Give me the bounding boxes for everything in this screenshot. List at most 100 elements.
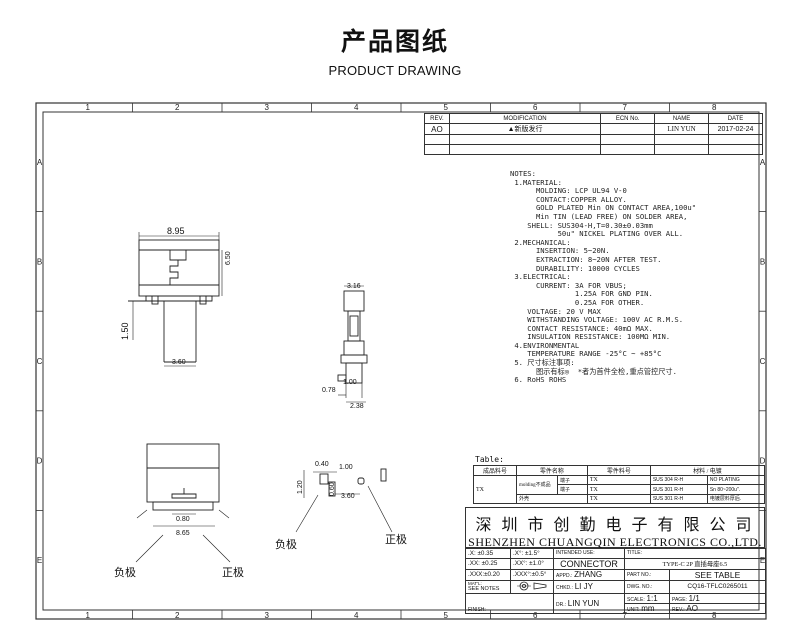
unit-value: mm xyxy=(641,603,655,613)
tol-x: .X: ±0.35 xyxy=(465,548,511,559)
tol-xxx: .XXX:±0.20 xyxy=(465,568,511,581)
dim-080: 0.80 xyxy=(176,516,190,523)
rev-cell-date: 2017-02-24 xyxy=(708,123,763,135)
note-line: INSERTION: 5~20N. xyxy=(510,246,610,256)
dim-360: 3.60 xyxy=(172,359,186,366)
mat-value: SEE NOTES xyxy=(468,586,500,593)
zone-column-label: 3 xyxy=(265,611,270,620)
label-negative-front: 负极 xyxy=(114,567,136,579)
mat-row-material: SUS 304 R-H xyxy=(649,474,708,486)
dim-pad-360: 3.60 xyxy=(341,493,355,500)
note-line: CONTACT:COPPER ALLOY. xyxy=(510,194,627,204)
mat-row-name: 端子 xyxy=(557,474,588,486)
note-line: 4.ENVIRONMENTAL xyxy=(510,340,580,350)
note-line: TEMPERATURE RANGE -25°C ~ +85°C xyxy=(510,349,662,359)
rev-cell-modification: ▲新版发行 xyxy=(448,123,602,135)
partno-label: PART NO.: xyxy=(624,568,670,581)
mat-row-name: 端子 xyxy=(557,484,588,495)
materials-table: 成品料号 零件名称 零件料号 材料 / 电镀 TX molding不成品 端子 … xyxy=(473,465,766,505)
zone-column-label: 7 xyxy=(623,103,628,112)
dim-238: 2.38 xyxy=(350,403,364,410)
rev-header-rev: REV. xyxy=(424,113,450,124)
dwg-value: CQ16-TFLC0265011 xyxy=(669,579,766,594)
note-line: 2.MECHANICAL: xyxy=(510,237,571,247)
mat-row-partno: TX xyxy=(586,484,651,495)
tol-xx-angle: .XX°: ±1.0° xyxy=(510,557,554,570)
front-view xyxy=(135,443,231,563)
top-view xyxy=(128,232,223,367)
zone-row-label: A xyxy=(760,158,766,167)
dr-value: LIN YUN xyxy=(567,598,600,608)
rev-label: REV.: xyxy=(672,606,685,613)
tol-xxx-angle: .XXX°:±0.5° xyxy=(510,568,554,581)
dim-865: 8.65 xyxy=(176,530,190,537)
dim-pad-120: 1.20 xyxy=(297,480,304,494)
zone-row-label: B xyxy=(37,257,42,266)
pcb-footprint xyxy=(295,468,393,533)
finish-label: FINISH: xyxy=(465,592,554,614)
note-line: 50u" NICKEL PLATING OVER ALL. xyxy=(510,229,684,239)
zone-row-label: D xyxy=(760,457,766,466)
note-line: WITHSTANDING VOLTAGE: 100V AC R.M.S. xyxy=(510,315,684,325)
partno-value: SEE TABLE xyxy=(669,568,766,581)
mat-row-partno: TX xyxy=(586,493,651,505)
mat-row-name: 外壳 xyxy=(516,493,588,505)
rev-header-modification: MODIFICATION xyxy=(448,113,602,124)
mat-header-product: 成品料号 xyxy=(473,465,517,476)
zone-column-label: 7 xyxy=(623,611,628,620)
zone-column-label: 6 xyxy=(533,103,538,112)
zone-column-label: 6 xyxy=(533,611,538,620)
projection-symbol-icon xyxy=(517,581,547,591)
dim-100: 1.00 xyxy=(343,379,357,386)
note-line: 6. RoHS ROHS xyxy=(510,375,567,385)
note-line: Min TIN (LEAD FREE) ON SOLDER AREA, xyxy=(510,211,688,221)
rev-header-name: NAME xyxy=(654,113,710,124)
zone-column-label: 5 xyxy=(444,103,449,112)
mat-header-part-no: 零件料号 xyxy=(586,465,651,476)
rev-cell-name: LIN YUN xyxy=(654,123,710,135)
chkd-value: LI JY xyxy=(574,582,593,592)
dim-pad-100: 1.00 xyxy=(339,464,353,471)
zone-column-label: 1 xyxy=(86,611,91,620)
tol-xx: .XX: ±0.25 xyxy=(465,557,511,570)
zone-column-label: 3 xyxy=(265,103,270,112)
table-label: Table: xyxy=(475,455,504,464)
rev-header-date: DATE xyxy=(708,113,763,124)
mat-product-no: TX xyxy=(473,474,517,505)
dim-top-width: 8.95 xyxy=(167,226,185,236)
note-line: 1.25A FOR GND PIN. xyxy=(510,289,653,299)
zone-column-label: 5 xyxy=(444,611,449,620)
zone-column-label: 2 xyxy=(175,611,180,620)
dr-label: DR.: xyxy=(556,601,566,608)
zone-row-label: A xyxy=(37,158,43,167)
revision-table: REV. MODIFICATION ECN No. NAME DATE AO ▲… xyxy=(424,113,763,155)
dwg-label: DWG. NO.: xyxy=(624,579,670,594)
zone-row-label: C xyxy=(760,357,766,366)
page-label: PAGE: xyxy=(672,596,687,603)
appd-label: APPD.: xyxy=(556,573,573,580)
mat-row-plating: NO PLATING xyxy=(706,474,766,486)
rev-header-ecn: ECN No. xyxy=(600,113,656,124)
zone-row-label: E xyxy=(37,556,42,565)
dim-pad-060: 0.60 xyxy=(329,482,336,496)
mat-label: MAT'L: xyxy=(468,581,482,587)
note-line: DURABILITY: 10000 CYCLES xyxy=(510,263,640,273)
dim-top-height: 6.50 xyxy=(225,251,232,265)
unit-label: UNIT: xyxy=(627,606,640,613)
note-line: MOLDING: LCP UL94 V-0 xyxy=(510,186,627,196)
page-value: 1/1 xyxy=(688,593,700,603)
title-label: TITLE: xyxy=(624,548,766,559)
note-line: EXTRACTION: 8~20N AFTER TEST. xyxy=(510,254,662,264)
company-box: 深 圳 市 创 勤 电 子 有 限 公 司 SHENZHEN CHUANGQIN… xyxy=(465,507,765,549)
intended-value: CONNECTOR xyxy=(553,557,625,570)
zone-column-label: 4 xyxy=(354,611,359,620)
company-name-cn: 深 圳 市 创 勤 电 子 有 限 公 司 xyxy=(475,517,755,534)
title-value: TYPE-C 2P 直插母座6.5 xyxy=(624,557,766,570)
zone-row-label: B xyxy=(760,257,765,266)
mat-row-partno: TX xyxy=(586,474,651,486)
mat-row-plating: 电镀层料厚后. xyxy=(706,493,766,505)
zone-column-label: 8 xyxy=(712,611,717,620)
zone-row-label: D xyxy=(37,457,43,466)
note-line: NOTES: xyxy=(510,169,536,178)
scale-value: 1:1 xyxy=(646,593,658,603)
